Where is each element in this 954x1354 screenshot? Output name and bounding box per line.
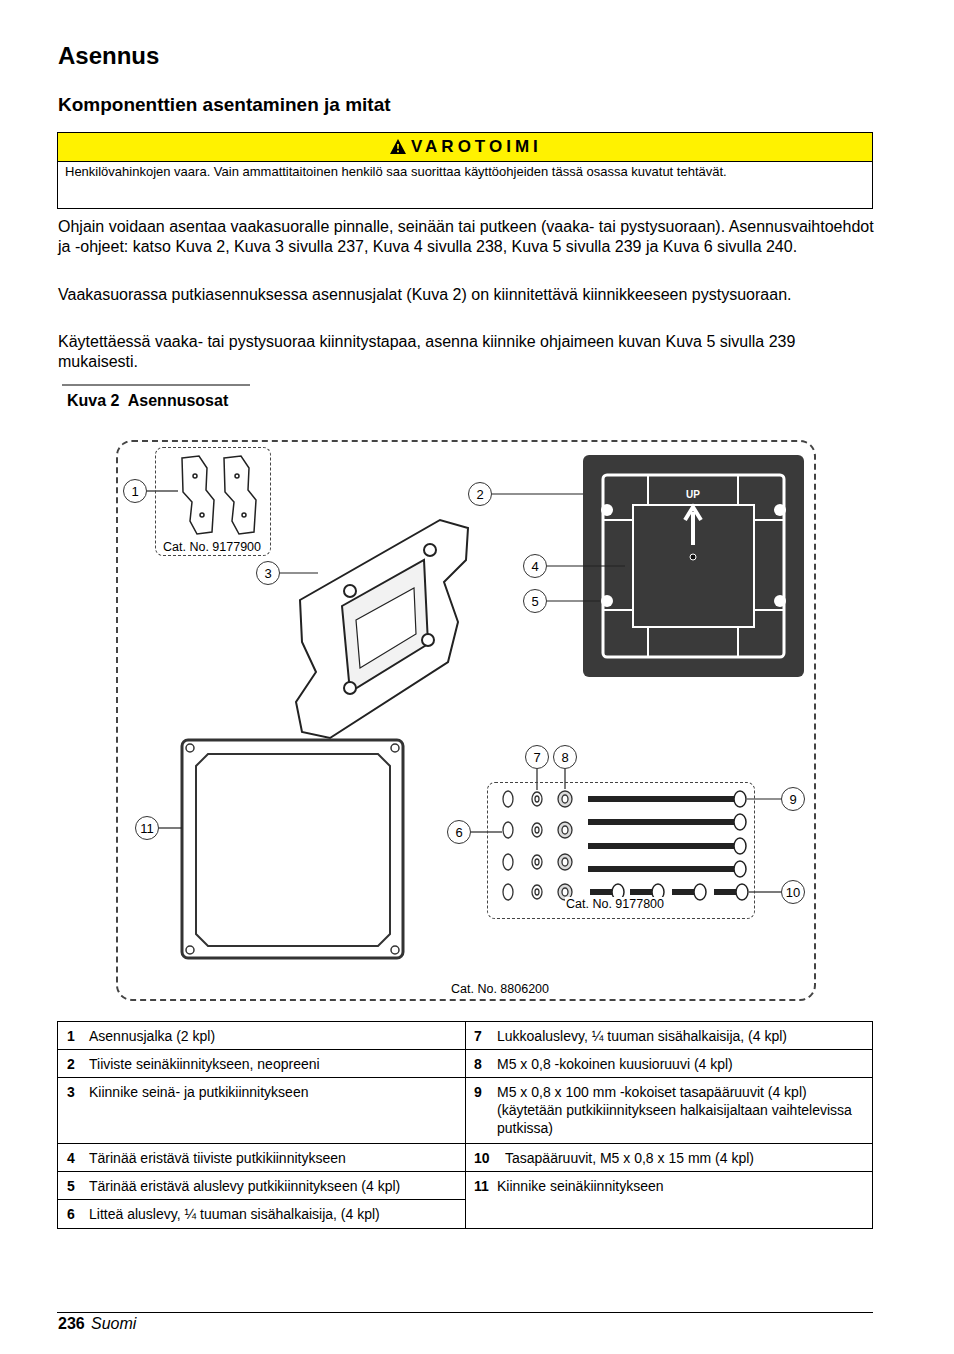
table-cell: Lukkoaluslevy, ¼ tuuman sisähalkaisija, … — [497, 1027, 867, 1045]
table-number: 9 — [474, 1083, 482, 1101]
kit-frame: Cat. No. 8806200 Cat. No. 9177900 1 2 3 4 5 7 8 9… — [116, 440, 816, 1001]
table-number: 8 — [474, 1055, 482, 1073]
hardware — [503, 791, 572, 900]
paragraph: Vaakasuorassa putkiasennuksessa asennusj… — [58, 285, 874, 305]
callout-number: 7 — [525, 745, 549, 769]
table-cell: M5 x 0,8 -kokoinen kuusioruuvi (4 kpl) — [497, 1055, 867, 1073]
callout-number: 4 — [523, 554, 547, 578]
callout-text: 9 — [789, 792, 796, 807]
kit-box: Cat. No. 9177800 — [487, 782, 755, 919]
callout-number: 5 — [523, 589, 547, 613]
figure-caption: Kuva 2 Asennusosat — [67, 391, 228, 410]
table-cell: Litteä aluslevy, ¼ tuuman sisähalkaisija… — [89, 1205, 459, 1223]
catalog-number: Cat. No. 9177900 — [162, 540, 262, 555]
page-title: Asennus — [58, 42, 159, 70]
callout-text: 2 — [476, 487, 483, 502]
callout-text: 10 — [786, 885, 800, 900]
up-marking: UP — [686, 489, 700, 501]
callout-text: 11 — [140, 821, 154, 836]
callout-number: 9 — [781, 787, 805, 811]
leader-line — [147, 491, 781, 892]
table-number: 10 — [474, 1149, 490, 1167]
screw — [588, 791, 748, 900]
table-number: 11 — [474, 1177, 489, 1195]
callout-text: 5 — [531, 594, 538, 609]
catalog-number: Cat. No. 8806200 — [450, 982, 550, 997]
footer-rule — [57, 1312, 873, 1313]
table-cell: Kiinnike seinäkiinnitykseen — [497, 1177, 867, 1195]
table-cell: Kiinnike seinä- ja putkikiinnitykseen — [89, 1083, 459, 1101]
page-number: 236 — [58, 1314, 85, 1333]
table-number: 2 — [67, 1055, 75, 1073]
warning-text: Henkilövahinkojen vaara. Vain ammattitai… — [65, 163, 861, 181]
callout-number: 8 — [553, 745, 577, 769]
table-number: 3 — [67, 1083, 75, 1101]
table-number: 6 — [67, 1205, 75, 1223]
caption-rule — [62, 385, 250, 386]
callout-number: 2 — [468, 482, 492, 506]
callout-number: 6 — [447, 820, 471, 844]
callout-text: 4 — [531, 559, 538, 574]
paragraph: Ohjain voidaan asentaa vaakasuoralle pin… — [58, 217, 874, 257]
mounting-foot — [182, 456, 256, 534]
warning-box: VAROTOIMI Henkilövahinkojen vaara. Vain a… — [57, 132, 873, 209]
table-number: 5 — [67, 1177, 75, 1195]
callout-text: 3 — [264, 566, 271, 581]
callout-text: 1 — [131, 484, 138, 499]
table-cell: Tasapääruuvit, M5 x 0,8 x 15 mm (4 kpl) — [505, 1149, 867, 1167]
table-cell: Tärinää eristävä tiiviste putkikiinnityk… — [89, 1149, 459, 1167]
table-cell: Tiiviste seinäkiinnitykseen, neopreeni — [89, 1055, 459, 1073]
catalog-number: Cat. No. 9177800 — [565, 897, 665, 912]
paragraph: Käytettäessä vaaka- tai pystysuoraa kiin… — [58, 332, 874, 372]
table-number: 1 — [67, 1027, 75, 1045]
callout-number: 11 — [135, 816, 159, 840]
table-cell: Asennusjalka (2 kpl) — [89, 1027, 459, 1045]
callout-number: 10 — [781, 880, 805, 904]
table-cell: M5 x 0,8 x 100 mm -kokoiset tasapääruuvi… — [497, 1083, 867, 1137]
table-cell: Tärinää eristävä aluslevy putkikiinnityk… — [89, 1177, 459, 1195]
table-number: 4 — [67, 1149, 75, 1167]
section-heading: Komponenttien asentaminen ja mitat — [58, 93, 878, 117]
bracket — [296, 520, 468, 738]
kit-box: Cat. No. 9177900 — [155, 447, 271, 556]
table-number: 7 — [474, 1027, 482, 1045]
callout-number: 3 — [256, 561, 280, 585]
warning-icon — [389, 138, 407, 155]
wall-bracket — [182, 740, 403, 958]
callout-text: 7 — [533, 750, 540, 765]
table-grid — [57, 1021, 873, 1229]
footer-language: Suomi — [91, 1314, 136, 1333]
warning-heading: VAROTOIMI — [411, 133, 542, 161]
callout-number: 1 — [123, 479, 147, 503]
callout-text: 8 — [561, 750, 568, 765]
callout-text: 6 — [455, 825, 462, 840]
